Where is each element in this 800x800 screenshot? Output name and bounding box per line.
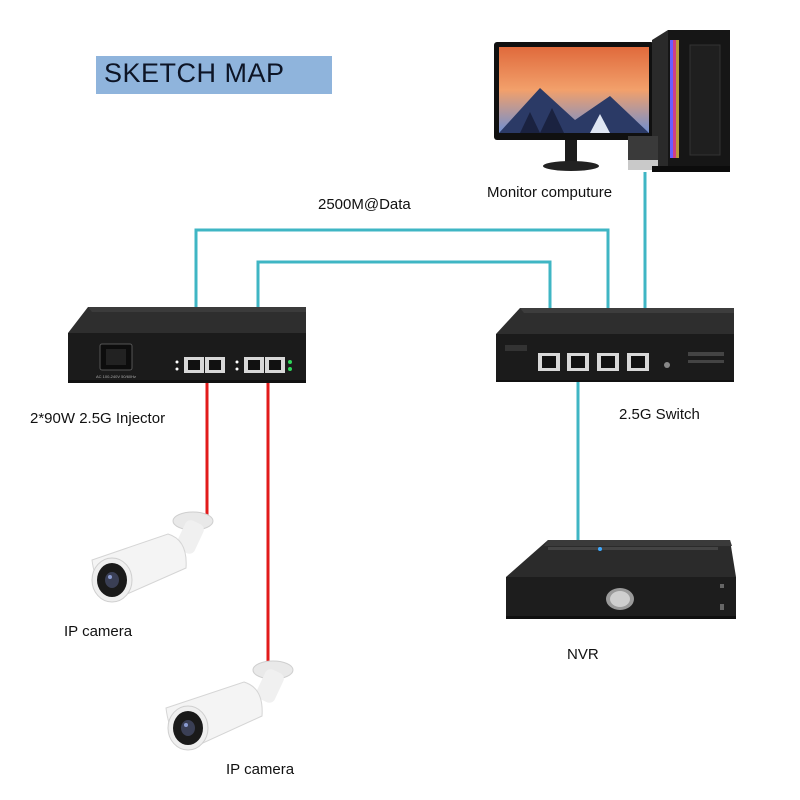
cable-injector-to-switch-port4 xyxy=(194,228,610,364)
data-link-label: 2500M@Data xyxy=(318,196,411,213)
diagram-title: SKETCH MAP xyxy=(104,58,285,88)
poe-injector-icon: AC 100-240V 50/60Hz xyxy=(68,307,306,383)
bullet-camera-icon xyxy=(165,660,294,751)
pc-tower-icon xyxy=(628,30,730,172)
bullet-camera-icon xyxy=(91,511,214,603)
camera-1-label: IP camera xyxy=(64,623,133,640)
svg-text:AC 100-240V 50/60Hz: AC 100-240V 50/60Hz xyxy=(96,374,136,379)
injector-label: 2*90W 2.5G Injector xyxy=(30,410,166,427)
desktop-monitor-icon xyxy=(494,42,654,171)
title-banner xyxy=(96,56,332,94)
network-switch-icon xyxy=(496,308,734,382)
nvr-label: NVR xyxy=(567,646,599,663)
monitor-label: Monitor computure xyxy=(487,184,613,201)
camera-2-label: IP camera xyxy=(226,761,295,778)
poe-cables xyxy=(205,372,270,668)
nvr-recorder-icon xyxy=(506,540,736,619)
switch-label: 2.5G Switch xyxy=(619,406,700,423)
